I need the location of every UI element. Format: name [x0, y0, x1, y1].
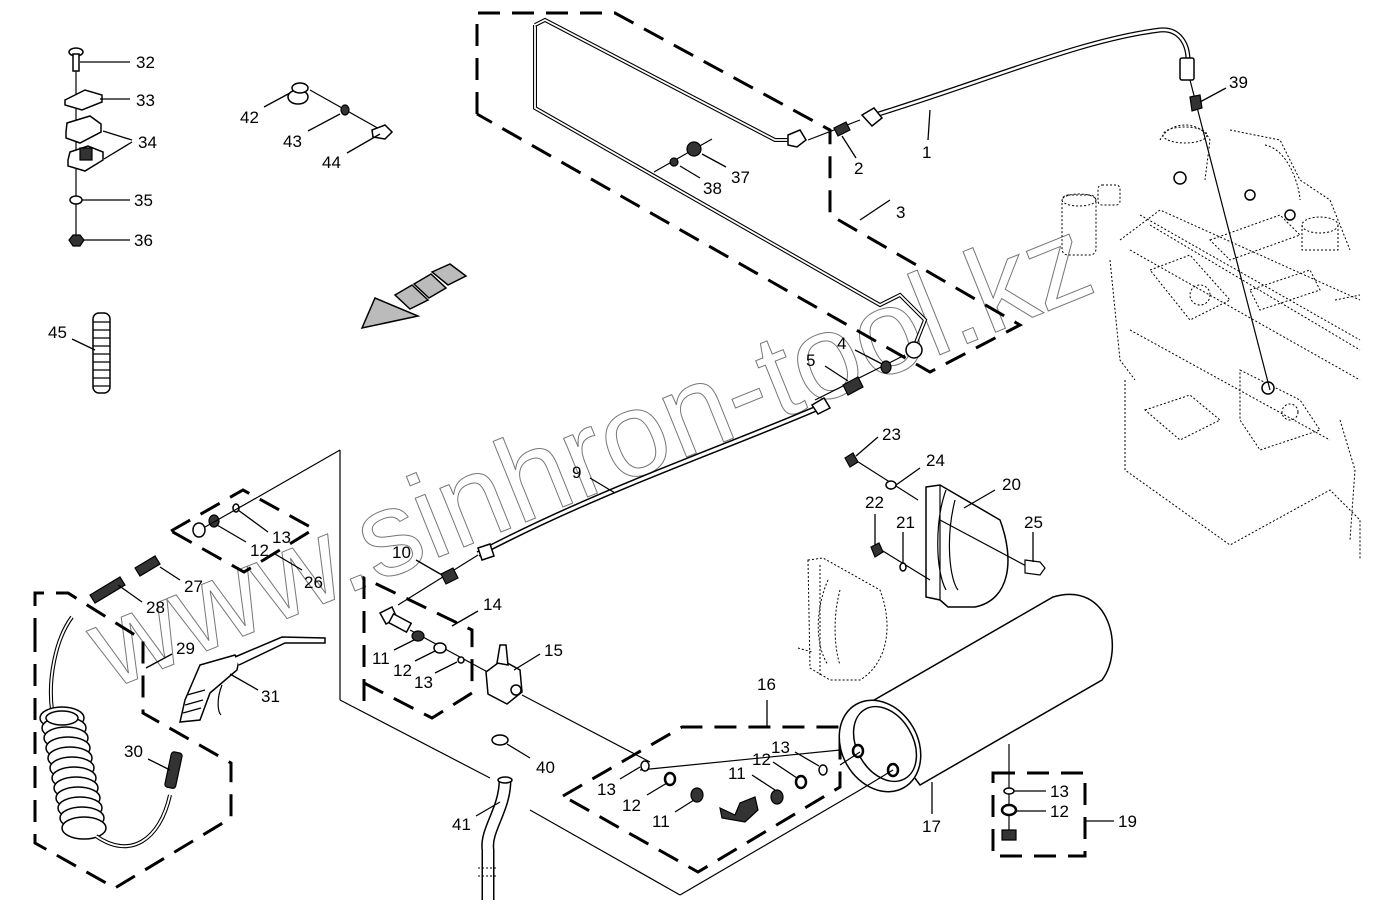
callout-41: 41 [452, 815, 471, 834]
callout-33: 33 [136, 91, 155, 110]
hose-1 [807, 27, 1195, 159]
callout-13-group14: 13 [414, 673, 433, 692]
hose-9 [476, 396, 832, 561]
callout-12-group16-right: 12 [752, 750, 771, 769]
callout-36: 36 [134, 231, 153, 250]
callout-12-group26: 12 [250, 541, 269, 560]
air-tank-17 [838, 593, 1114, 830]
callout-34: 34 [138, 133, 157, 152]
fitting-kit-14 [362, 575, 496, 720]
callout-17: 17 [922, 817, 941, 836]
coupling-27-nipple-28 [89, 555, 181, 604]
callout-4: 4 [837, 334, 846, 353]
callout-25: 25 [1024, 513, 1043, 532]
spiral-hose-kit-29 [33, 591, 233, 890]
bracket-ghost [797, 557, 888, 681]
callout-16: 16 [757, 675, 776, 694]
callout-9: 9 [572, 463, 581, 482]
coupling-kit-26 [167, 449, 861, 896]
callout-27: 27 [184, 577, 203, 596]
callout-12-group16-left: 12 [622, 796, 641, 815]
callout-44: 44 [322, 153, 341, 172]
fitting-kit-16 [559, 700, 861, 874]
callout-42: 42 [240, 108, 259, 127]
callout-37: 37 [731, 168, 750, 187]
callout-14: 14 [483, 595, 502, 614]
callout-15: 15 [544, 641, 563, 660]
nuts-37-38 [653, 138, 727, 179]
fittings-4-5 [814, 349, 906, 401]
watermark: www.sinhron-tool.kz [69, 190, 1109, 714]
callout-35: 35 [134, 191, 153, 210]
callout-43: 43 [283, 132, 302, 151]
direction-arrow-icon [360, 263, 468, 330]
callout-22: 22 [865, 493, 884, 512]
callout-21: 21 [896, 513, 915, 532]
callout-11-group16-right: 11 [728, 764, 746, 783]
callout-39: 39 [1229, 73, 1248, 92]
callout-12-group19: 12 [1050, 802, 1069, 821]
callout-1: 1 [922, 143, 931, 162]
callout-3: 3 [896, 203, 905, 222]
callout-11-group14: 11 [372, 649, 390, 668]
valve-block-15 [485, 644, 651, 763]
pipe-kit-group [475, 11, 1024, 374]
callout-11-group16-left: 11 [652, 812, 670, 831]
callout-13-group16-left: 13 [597, 780, 616, 799]
clip-assembly [263, 82, 394, 154]
callout-28: 28 [146, 598, 165, 617]
callout-40: 40 [536, 758, 555, 777]
clamp-assembly [64, 47, 133, 247]
callout-2: 2 [854, 159, 863, 178]
callout-45: 45 [48, 323, 67, 342]
callout-38: 38 [703, 179, 722, 198]
fitting-39 [1189, 79, 1271, 391]
callout-29: 29 [176, 639, 195, 658]
callout-31: 31 [261, 687, 280, 706]
callout-24: 24 [926, 451, 945, 470]
callout-19: 19 [1118, 812, 1137, 831]
tank-bracket-20 [844, 436, 1046, 608]
callout-30: 30 [124, 742, 143, 761]
callout-32: 32 [136, 53, 155, 72]
callout-26: 26 [304, 573, 323, 592]
engine-block [1061, 124, 1361, 560]
callout-13-group19: 13 [1050, 782, 1069, 801]
clamp-40-hose-41 [475, 734, 531, 900]
callout-12-group14: 12 [393, 661, 412, 680]
fitting-10 [397, 554, 479, 606]
air-blow-gun-31 [179, 636, 326, 723]
callout-20: 20 [1002, 475, 1021, 494]
drain-kit-19 [991, 771, 1114, 858]
callout-13-group26: 13 [272, 528, 291, 547]
callout-5: 5 [806, 351, 815, 370]
callout-13-group16-right: 13 [771, 738, 790, 757]
protective-sleeve [71, 312, 111, 394]
callout-23: 23 [882, 425, 901, 444]
callout-10: 10 [392, 543, 411, 562]
